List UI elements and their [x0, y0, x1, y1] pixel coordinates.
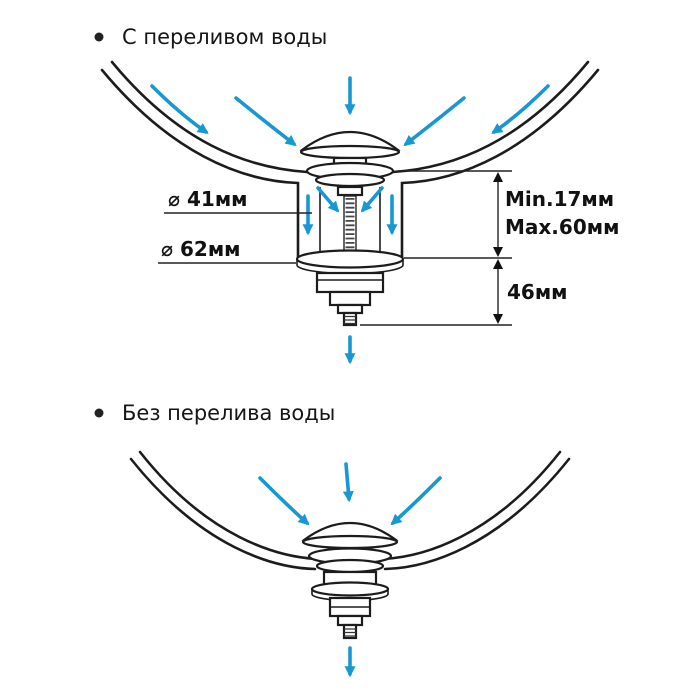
section-title-with-overflow: С переливом воды: [94, 25, 327, 49]
tailpiece: [342, 623, 358, 640]
section-without-overflow: Без перелива воды: [94, 401, 571, 678]
water-flow-arrow-icon: [390, 476, 442, 526]
rod-nut: [336, 185, 364, 197]
drain-collar: [336, 614, 364, 627]
sink-wall-left-outer: [100, 68, 300, 259]
dim-label-height: 46мм: [507, 280, 568, 304]
drain-collar: [336, 303, 364, 315]
water-flow-arrows: [150, 76, 550, 365]
water-flow-arrow-icon: [360, 186, 384, 213]
water-flow-arrow-icon: [316, 186, 340, 213]
dim-label-flange-diameter: ⌀ 62мм: [161, 237, 241, 261]
cap-rim: [299, 144, 401, 160]
sink-wall-left-upper: [110, 60, 309, 174]
water-flow-arrow-icon: [403, 96, 466, 147]
locknut-ring: [310, 581, 390, 597]
section-title-without-overflow: Без перелива воды: [94, 401, 335, 425]
section-title-text: С переливом воды: [122, 25, 327, 49]
tailpiece-threads: [344, 315, 356, 325]
sink-wall-right-upper: [381, 450, 562, 561]
tailpiece-threads: [344, 628, 356, 637]
drain-assembly: [295, 131, 405, 327]
water-flow-arrow-icon: [150, 84, 209, 134]
sink-wall-right-upper: [391, 60, 590, 174]
sink-wall-right-outer: [400, 68, 600, 259]
sink-wall-left-lower: [129, 457, 317, 571]
water-flow-arrows-simple: [258, 462, 442, 678]
sink-wall-left-upper: [138, 450, 319, 561]
dim-label-hole-diameter: ⌀ 41мм: [168, 187, 248, 211]
dim-label-max: Max.60мм: [505, 215, 619, 239]
drain-body-lower: [328, 290, 372, 307]
bullet-icon: [94, 32, 104, 42]
water-flow-arrow-icon: [234, 96, 297, 147]
sink-cross-section: [100, 60, 600, 259]
sink-cross-section-simple: [129, 450, 571, 571]
drain-flange-inner: [315, 558, 385, 574]
cap-rim: [301, 534, 399, 550]
locknut-ring-sides: [311, 589, 389, 594]
dimension-annotations: ⌀ 41мм ⌀ 62мм Min.17мм Max.60мм 46мм: [158, 170, 619, 326]
water-flow-arrow-icon: [491, 84, 550, 134]
dim-label-min: Min.17мм: [505, 187, 614, 211]
section-title-text: Без перелива воды: [122, 401, 335, 425]
drain-body-hex: [315, 271, 385, 294]
locknut-flange-top: [295, 249, 405, 269]
drain-assembly-simple: [301, 522, 399, 640]
water-flow-arrow-icon: [342, 462, 354, 503]
sink-wall-right-lower: [383, 457, 571, 571]
drain-flange-inner: [314, 172, 386, 188]
section-with-overflow: С переливом воды: [94, 25, 619, 365]
water-flow-arrow-icon: [258, 476, 310, 526]
bullet-icon: [94, 408, 104, 418]
